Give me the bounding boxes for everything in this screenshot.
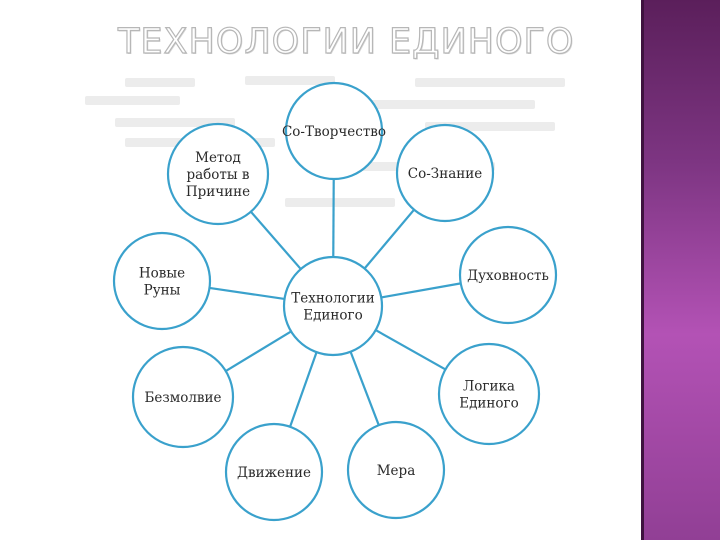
node-logika-label-line-2: Единого <box>459 396 519 412</box>
center-node-label-line-2: Единого <box>303 308 363 324</box>
node-soznanie-label-line-1: Со-Знание <box>408 166 482 182</box>
node-novye-runy-label-line-2: Руны <box>144 283 181 299</box>
node-bezmolvie: Безмолвие <box>131 345 235 449</box>
connector-novye-runy <box>209 286 285 301</box>
node-metod-label-line-1: Метод <box>195 150 241 166</box>
node-metod-circle <box>166 122 270 226</box>
node-sotvorchestvo: Со-Творчество <box>282 81 386 181</box>
decorative-band-edge <box>641 0 644 540</box>
node-duhovnost: Духовность <box>458 225 558 325</box>
node-mera-label-line-1: Мера <box>377 463 416 479</box>
node-bezmolvie-label-line-1: Безмолвие <box>144 390 221 406</box>
nodes: ТехнологииЕдиногоСо-ТворчествоСо-ЗнаниеД… <box>112 81 558 522</box>
connector-logika <box>375 329 446 371</box>
center-node-label-line-1: Технологии <box>291 291 375 307</box>
node-dvizhenie-label-line-1: Движение <box>237 465 311 481</box>
node-mera-circle <box>346 420 446 520</box>
node-sotvorchestvo-label-line-1: Со-Творчество <box>282 124 386 140</box>
node-sotvorchestvo-circle <box>284 81 384 181</box>
slide-title: ТЕХНОЛОГИИ ЕДИНОГО <box>117 21 575 62</box>
connector-duhovnost <box>381 282 461 299</box>
node-dvizhenie: Движение <box>224 422 324 522</box>
node-soznanie-circle <box>395 123 495 223</box>
node-soznanie: Со-Знание <box>395 123 495 223</box>
node-novye-runy-circle <box>112 231 212 331</box>
node-logika-label-line-1: Логика <box>463 379 515 395</box>
node-duhovnost-label-line-1: Духовность <box>467 268 549 284</box>
decorative-purple-band <box>641 0 720 540</box>
node-dvizhenie-circle <box>224 422 324 522</box>
connector-metod <box>250 210 302 270</box>
connector-mera <box>349 351 380 426</box>
node-metod-label-line-2: работы в <box>186 167 249 183</box>
connector-bezmolvie <box>225 330 292 373</box>
node-novye-runy-label-line-1: Новые <box>139 266 185 282</box>
connector-dvizhenie <box>289 351 318 428</box>
center-node-circle <box>282 255 384 357</box>
node-bezmolvie-circle <box>131 345 235 449</box>
node-duhovnost-circle <box>458 225 558 325</box>
node-metod-label-line-3: Причине <box>186 184 250 200</box>
node-logika-circle <box>437 342 541 446</box>
connectors <box>209 178 461 428</box>
connector-soznanie <box>363 209 415 270</box>
node-mera: Мера <box>346 420 446 520</box>
